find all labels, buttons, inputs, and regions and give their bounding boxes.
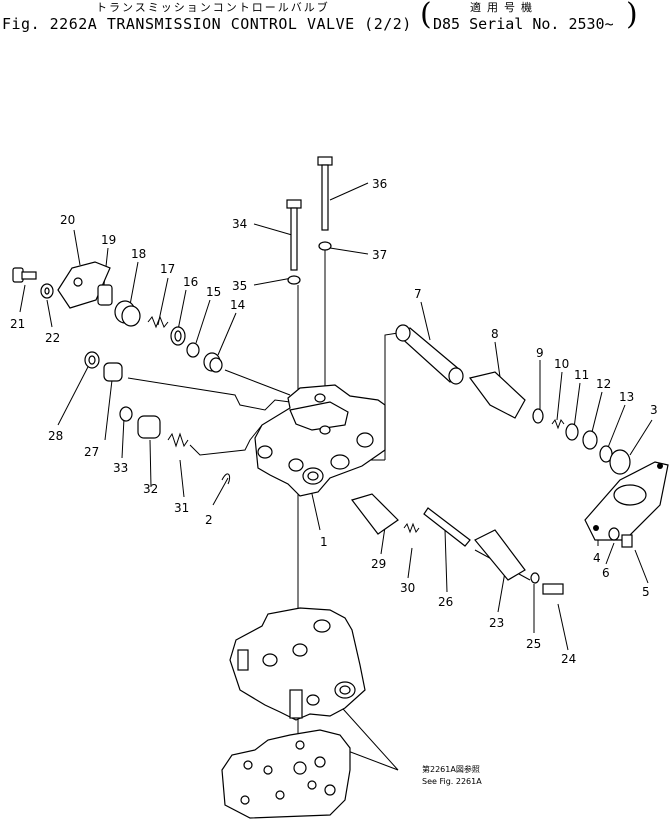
callout-29: 29 <box>371 557 386 571</box>
callout-23: 23 <box>489 616 504 630</box>
callout-1: 1 <box>320 535 328 549</box>
lower-valve-body <box>229 607 366 721</box>
reference-english: See Fig. 2261A <box>422 777 482 786</box>
callout-32: 32 <box>143 482 158 496</box>
callout-17: 17 <box>160 262 175 276</box>
callout-15: 15 <box>206 285 221 299</box>
callout-6: 6 <box>602 566 610 580</box>
callout-25: 25 <box>526 637 541 651</box>
callout-27: 27 <box>84 445 99 459</box>
callout-10: 10 <box>554 357 569 371</box>
serial-number: D85 Serial No. 2530~ <box>433 15 614 33</box>
callout-31: 31 <box>174 501 189 515</box>
vertical-bolts <box>286 156 333 285</box>
callout-24: 24 <box>561 652 576 666</box>
callout-9: 9 <box>536 346 544 360</box>
reference-japanese: 第2261A図参照 <box>422 764 480 774</box>
callout-7: 7 <box>414 287 422 301</box>
callout-16: 16 <box>183 275 198 289</box>
callout-28: 28 <box>48 429 63 443</box>
callout-3: 3 <box>650 403 658 417</box>
left-upper-components <box>12 261 223 373</box>
callout-2: 2 <box>205 513 213 527</box>
callout-19: 19 <box>101 233 116 247</box>
callout-30: 30 <box>400 581 415 595</box>
callout-21: 21 <box>10 317 25 331</box>
callout-18: 18 <box>131 247 146 261</box>
callout-20: 20 <box>60 213 75 227</box>
callout-34: 34 <box>232 217 247 231</box>
callout-33: 33 <box>113 461 128 475</box>
callout-11: 11 <box>574 368 589 382</box>
callout-13: 13 <box>619 390 634 404</box>
callout-5: 5 <box>642 585 650 599</box>
assembly-path-lines <box>127 250 531 800</box>
callout-37: 37 <box>372 248 387 262</box>
right-upper-components <box>395 324 631 475</box>
callout-12: 12 <box>596 377 611 391</box>
title-japanese: トランスミッションコントロールバルブ <box>96 1 330 14</box>
callout-8: 8 <box>491 327 499 341</box>
separator-plate <box>221 729 351 819</box>
callout-22: 22 <box>45 331 60 345</box>
callout-14: 14 <box>230 298 245 312</box>
left-lower-components <box>84 351 231 485</box>
callout-labels: 1 2 3 4 5 6 7 8 9 10 11 12 13 14 15 16 1… <box>10 177 658 666</box>
callout-36: 36 <box>372 177 387 191</box>
valve-body <box>254 384 386 497</box>
reference-note: 第2261A図参照 See Fig. 2261A <box>422 764 482 786</box>
leader-lines <box>19 182 653 771</box>
callout-4: 4 <box>593 551 601 565</box>
right-lower-components <box>350 493 564 595</box>
serial-label-japanese: 適用号機 <box>470 1 538 14</box>
figure-title: Fig. 2262A TRANSMISSION CONTROL VALVE (2… <box>2 15 412 33</box>
callout-26: 26 <box>438 595 453 609</box>
open-paren: ( <box>420 0 432 32</box>
callout-35: 35 <box>232 279 247 293</box>
close-paren: ) <box>626 0 638 32</box>
right-cover-plate <box>584 461 669 548</box>
